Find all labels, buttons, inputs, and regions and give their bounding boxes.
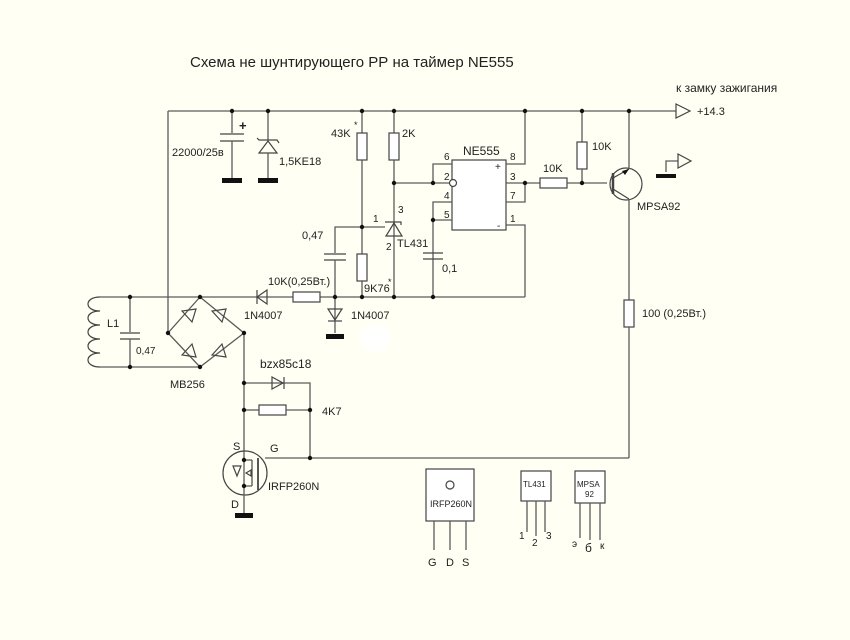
svg-text:bzx85c18: bzx85c18 bbox=[260, 357, 312, 371]
svg-text:D: D bbox=[231, 499, 239, 511]
tvs-diode: 1,5KE18 bbox=[256, 111, 321, 183]
svg-text:2: 2 bbox=[444, 172, 450, 183]
svg-text:MPSA: MPSA bbox=[577, 480, 600, 489]
port-icon bbox=[677, 152, 693, 170]
bridge-mb256: MB256 bbox=[167, 296, 246, 391]
input-diode-resistor: 10K(0,25Вт.) 1N4007 bbox=[244, 276, 330, 322]
resistor-2k: 2K bbox=[388, 111, 416, 297]
ground-port bbox=[656, 152, 693, 178]
mosfet-irfp260n: S G D IRFP260N bbox=[222, 441, 319, 518]
junctions bbox=[127, 108, 632, 489]
svg-text:10K: 10K bbox=[592, 141, 612, 153]
svg-text:б: б bbox=[585, 541, 592, 555]
capacitor-22000: + 22000/25в bbox=[172, 111, 247, 183]
tvs-label: 1,5KE18 bbox=[279, 156, 321, 168]
svg-text:G: G bbox=[270, 443, 279, 455]
svg-text:NE555: NE555 bbox=[463, 144, 500, 158]
svg-text:5: 5 bbox=[444, 210, 450, 221]
svg-text:2K: 2K bbox=[402, 128, 416, 140]
mpsa92-transistor: MPSA92 bbox=[609, 111, 680, 300]
svg-text:10K(0,25Вт.): 10K(0,25Вт.) bbox=[268, 276, 330, 288]
c-main-label: 22000/25в bbox=[172, 147, 224, 159]
svg-text:IRFP260N: IRFP260N bbox=[268, 481, 319, 493]
resistor-10k-base: 10K bbox=[539, 163, 607, 189]
pinout-mpsa92: MPSA 92 э б к bbox=[572, 470, 606, 555]
svg-text:S: S bbox=[233, 441, 240, 453]
svg-text:1: 1 bbox=[510, 214, 516, 225]
svg-text:1N4007: 1N4007 bbox=[351, 310, 390, 322]
ground-icon bbox=[326, 334, 344, 339]
svg-text:TL431: TL431 bbox=[523, 480, 546, 489]
svg-text:43K: 43K bbox=[331, 128, 351, 140]
capacitor-047-upper: 0,47 bbox=[302, 226, 362, 297]
ground-icon bbox=[656, 174, 676, 178]
top-rail bbox=[167, 103, 692, 333]
image-artifact bbox=[359, 324, 391, 352]
svg-text:100 (0,25Вт.): 100 (0,25Вт.) bbox=[642, 308, 706, 320]
ground-icon bbox=[235, 513, 253, 518]
title: Схема не шунтирующего РР на таймер NE555 bbox=[190, 54, 514, 71]
svg-text:4K7: 4K7 bbox=[322, 406, 342, 418]
svg-text:D: D bbox=[446, 557, 454, 569]
svg-text:TL431: TL431 bbox=[397, 238, 428, 250]
coil-l1: L1 0,47 bbox=[87, 296, 200, 368]
svg-text:3: 3 bbox=[398, 205, 404, 216]
svg-text:MB256: MB256 bbox=[170, 379, 205, 391]
svg-text:-: - bbox=[497, 221, 500, 232]
svg-text:IRFP260N: IRFP260N bbox=[430, 499, 472, 509]
ne555-ic: NE555 6 2 4 5 8 3 7 1 + - bbox=[394, 111, 540, 297]
svg-text:1: 1 bbox=[519, 531, 525, 542]
svg-text:4: 4 bbox=[444, 191, 450, 202]
svg-text:0,1: 0,1 bbox=[442, 263, 457, 275]
svg-text:7: 7 bbox=[510, 191, 516, 202]
svg-text:2: 2 bbox=[386, 242, 392, 253]
svg-text:к: к bbox=[600, 541, 605, 552]
svg-text:9K76: 9K76 bbox=[364, 283, 390, 295]
svg-text:L1: L1 bbox=[107, 318, 119, 330]
svg-text:0,47: 0,47 bbox=[302, 230, 323, 242]
ground-icon bbox=[222, 178, 242, 183]
svg-text:2: 2 bbox=[532, 538, 538, 549]
svg-text:э: э bbox=[572, 539, 577, 550]
svg-text:S: S bbox=[462, 557, 469, 569]
svg-text:92: 92 bbox=[585, 490, 594, 499]
resistor-10k-pullup: 10K bbox=[576, 111, 612, 183]
resistor-9k76: 9K76 * bbox=[356, 253, 392, 295]
svg-text:6: 6 bbox=[444, 152, 450, 163]
svg-text:10K: 10K bbox=[543, 163, 563, 175]
supply-port-icon bbox=[675, 103, 692, 119]
svg-text:8: 8 bbox=[510, 152, 516, 163]
svg-text:*: * bbox=[388, 277, 392, 287]
svg-text:1N4007: 1N4007 bbox=[244, 310, 283, 322]
pinout-irfp260n: IRFP260N G D S bbox=[425, 468, 475, 569]
svg-text:1: 1 bbox=[373, 214, 379, 225]
svg-text:+: + bbox=[495, 162, 501, 173]
pinout-tl431: TL431 1 2 3 bbox=[519, 470, 552, 549]
zener-4k7-network: bzx85c18 4K7 bbox=[243, 333, 342, 458]
diode-1n4007-down: 1N4007 bbox=[326, 297, 390, 339]
svg-text:0,47: 0,47 bbox=[136, 346, 156, 357]
svg-text:*: * bbox=[354, 120, 358, 130]
svg-text:G: G bbox=[428, 557, 437, 569]
svg-text:MPSA92: MPSA92 bbox=[637, 201, 680, 213]
resistor-100: 100 (0,25Вт.) bbox=[265, 299, 706, 459]
supply-label: к замку зажигания bbox=[676, 81, 777, 95]
capacitor-01: 0,1 bbox=[423, 252, 457, 275]
svg-text:3: 3 bbox=[546, 531, 552, 542]
tl431: 1 3 2 TL431 bbox=[362, 205, 428, 253]
ground-icon bbox=[258, 178, 278, 183]
svg-text:+: + bbox=[239, 118, 247, 133]
supply-voltage: +14.3 bbox=[697, 106, 725, 118]
svg-text:3: 3 bbox=[510, 172, 516, 183]
